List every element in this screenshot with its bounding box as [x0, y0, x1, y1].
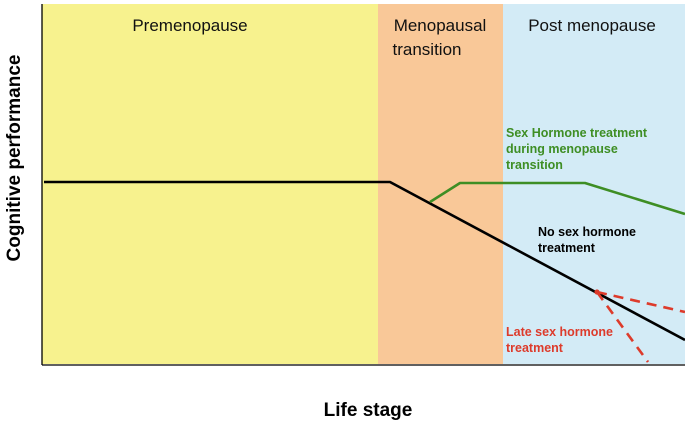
menopausal-transition-label-line1: Menopausal [394, 16, 487, 35]
late-treatment-annotation-line2: treatment [506, 341, 564, 355]
post-menopause-label: Post menopause [528, 16, 656, 35]
late-hormone-treatment-start-point [594, 289, 600, 295]
no-hormone-treatment-curve [44, 180, 685, 342]
y-axis-title: Cognitive performance [4, 55, 25, 262]
menopausal-transition-label-line2: transition [393, 40, 462, 59]
premenopause-band [42, 4, 378, 364]
no-treatment-annotation-line1: No sex hormone [538, 225, 636, 239]
x-axis-title: Life stage [324, 400, 413, 421]
no-treatment-annotation-line2: treatment [538, 241, 596, 255]
early-treatment-annotation-line1: Sex Hormone treatment [506, 126, 648, 140]
early-treatment-annotation-line2: during menopause [506, 142, 618, 156]
early-hormone-treatment-curve [429, 181, 685, 216]
late-hormone-treatment-lower-branch [595, 291, 650, 363]
late-hormone-treatment-upper-branch [596, 290, 685, 314]
premenopause-label: Premenopause [132, 16, 247, 35]
late-treatment-annotation-line1: Late sex hormone [506, 325, 613, 339]
early-treatment-annotation-line3: transition [506, 158, 563, 172]
